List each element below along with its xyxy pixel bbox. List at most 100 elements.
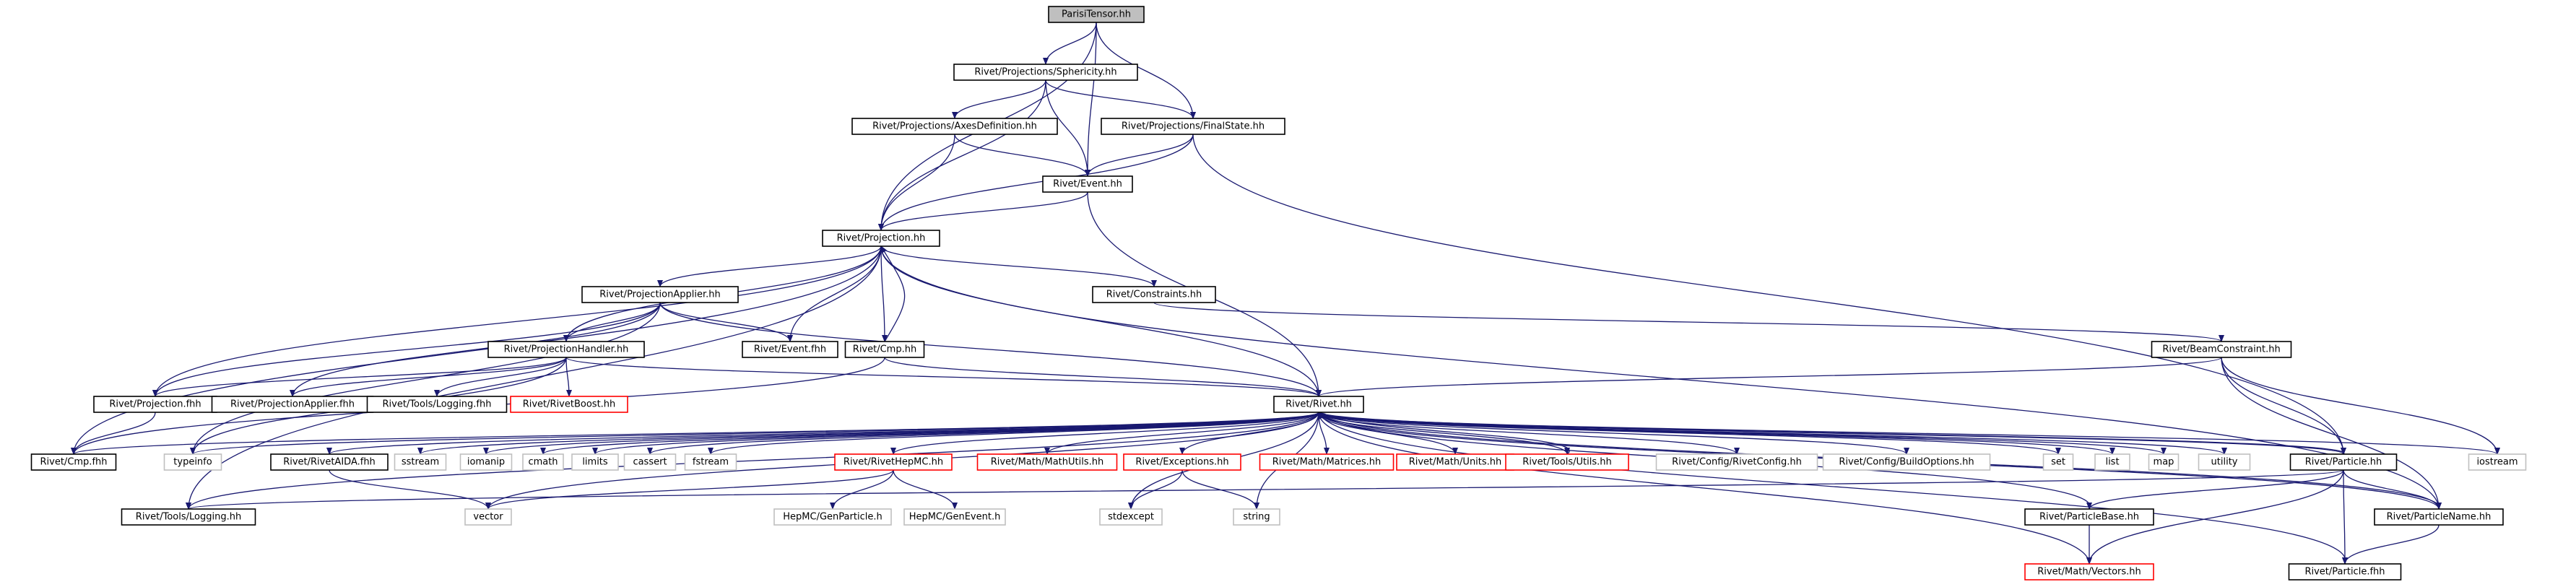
edge-rivethepmc-to-genevent [893, 469, 958, 510]
edge-rivet-to-rivetaida [326, 412, 1319, 455]
node-projection[interactable]: Rivet/Projection.hh [822, 230, 940, 247]
node-box-genevent [903, 508, 1006, 526]
node-particlename[interactable]: Rivet/ParticleName.hh [2374, 508, 2504, 526]
node-finalstate[interactable]: Rivet/Projections/FinalState.hh [1101, 118, 1285, 135]
node-projapplierfhh[interactable]: Rivet/ProjectionApplier.fhh [211, 396, 374, 413]
node-axesdef[interactable]: Rivet/Projections/AxesDefinition.hh [851, 118, 1058, 135]
node-label-cmp: Rivet/Cmp.hh [853, 344, 916, 355]
edge-projhandler-to-toolslogfhh [434, 357, 567, 397]
node-limits: limits [571, 453, 619, 471]
node-label-set: set [2051, 457, 2065, 468]
edge-beamconstraint-to-particlename [2221, 357, 2442, 510]
node-label-beamconstraint: Rivet/BeamConstraint.hh [2162, 344, 2280, 355]
node-list: list [2094, 453, 2130, 471]
node-box-iomanip [459, 453, 513, 471]
node-label-buildoptions: Rivet/Config/BuildOptions.hh [1839, 457, 1974, 468]
node-beamconstraint[interactable]: Rivet/BeamConstraint.hh [2151, 341, 2292, 358]
edge-axesdef-to-event [954, 134, 1090, 177]
node-label-toolslogfhh: Rivet/Tools/Logging.fhh [383, 399, 492, 410]
edge-projapplier-to-projfhh [152, 302, 661, 397]
edge-rivet-to-toolslogging [186, 412, 1319, 510]
node-label-projapplierfhh: Rivet/ProjectionApplier.fhh [230, 399, 355, 410]
node-projhandler[interactable]: Rivet/ProjectionHandler.hh [487, 341, 645, 358]
node-projapplier[interactable]: Rivet/ProjectionApplier.hh [581, 286, 739, 303]
node-box-rivet [1273, 396, 1364, 413]
node-parisi[interactable]: ParisiTensor.hh [1048, 6, 1145, 23]
node-toolslogfhh[interactable]: Rivet/Tools/Logging.fhh [366, 396, 508, 413]
node-vector: vector [464, 508, 512, 526]
node-box-rivetaida [270, 453, 389, 471]
edge-parisi-to-sphericity [1043, 22, 1097, 65]
node-box-cmath [522, 453, 564, 471]
node-label-particle: Rivet/Particle.hh [2305, 457, 2382, 468]
node-cmath: cmath [522, 453, 564, 471]
node-buildoptions: Rivet/Config/BuildOptions.hh [1822, 453, 1991, 471]
node-genparticle: HepMC/GenParticle.h [773, 508, 892, 526]
edge-rivet-to-vectors [1318, 412, 2092, 565]
node-label-toolslogging: Rivet/Tools/Logging.hh [136, 512, 241, 523]
edge-projapplier-to-rivet [659, 302, 1322, 397]
node-matrices[interactable]: Rivet/Math/Matrices.hh [1259, 453, 1395, 471]
node-sphericity[interactable]: Rivet/Projections/Sphericity.hh [953, 64, 1138, 81]
node-box-genparticle [773, 508, 892, 526]
node-toolslogging[interactable]: Rivet/Tools/Logging.hh [121, 508, 256, 526]
edge-cmp-to-rivet [884, 357, 1322, 397]
node-particle[interactable]: Rivet/Particle.hh [2289, 453, 2398, 471]
node-toolsutils[interactable]: Rivet/Tools/Utils.hh [1505, 453, 1629, 471]
edge-parisi-to-finalstate [1096, 22, 1196, 119]
node-label-eventfhh: Rivet/Event.fhh [754, 344, 826, 355]
node-exceptions[interactable]: Rivet/Exceptions.hh [1123, 453, 1241, 471]
edge-beamconstraint-to-iostream [2221, 357, 2500, 455]
edge-sphericity-to-projection [878, 79, 1046, 231]
edge-rivet-to-set [1318, 412, 2061, 455]
node-label-genevent: HepMC/GenEvent.h [909, 512, 1001, 523]
node-eventfhh[interactable]: Rivet/Event.fhh [742, 341, 838, 358]
node-box-mathutils [976, 453, 1118, 471]
node-rivetboost[interactable]: Rivet/RivetBoost.hh [510, 396, 628, 413]
edge-particle-to-toolslogging [186, 469, 2344, 510]
node-label-string: string [1243, 512, 1270, 523]
edge-rivet-to-fstream [708, 412, 1319, 455]
edge-rivet-to-rivethepmc [890, 412, 1319, 455]
node-particlefhh[interactable]: Rivet/Particle.fhh [2288, 563, 2402, 581]
node-rivet[interactable]: Rivet/Rivet.hh [1273, 396, 1364, 413]
node-label-particlebase: Rivet/ParticleBase.hh [2039, 512, 2139, 523]
node-units[interactable]: Rivet/Math/Units.hh [1396, 453, 1514, 471]
node-mathutils[interactable]: Rivet/Math/MathUtils.hh [976, 453, 1118, 471]
edge-rivet-to-buildoptions [1318, 412, 1909, 455]
node-cassert: cassert [623, 453, 677, 471]
edge-particlename-to-particlefhh [2342, 524, 2440, 565]
node-label-exceptions: Rivet/Exceptions.hh [1135, 457, 1228, 468]
edge-particle-to-particlename [2343, 469, 2442, 510]
node-particlebase[interactable]: Rivet/ParticleBase.hh [2024, 508, 2154, 526]
node-box-vectors [2024, 563, 2154, 581]
node-label-matrices: Rivet/Math/Matrices.hh [1272, 457, 1381, 468]
node-constraints[interactable]: Rivet/Constraints.hh [1092, 286, 1216, 303]
edge-projection-to-cmp [880, 245, 888, 342]
node-box-particle [2289, 453, 2398, 471]
node-cmp[interactable]: Rivet/Cmp.hh [844, 341, 925, 358]
node-label-utility: utility [2211, 457, 2238, 468]
node-projfhh[interactable]: Rivet/Projection.fhh [93, 396, 217, 413]
edge-rivet-to-toolsutils [1318, 412, 1570, 455]
node-label-projhandler: Rivet/ProjectionHandler.hh [504, 344, 629, 355]
node-label-units: Rivet/Math/Units.hh [1409, 457, 1502, 468]
edge-rivet-to-iomanip [483, 412, 1319, 455]
node-box-rivethepmc [834, 453, 953, 471]
node-event[interactable]: Rivet/Event.hh [1042, 175, 1133, 193]
node-box-toolslogfhh [366, 396, 508, 413]
node-vectors[interactable]: Rivet/Math/Vectors.hh [2024, 563, 2154, 581]
node-string: string [1233, 508, 1280, 526]
edge-particle-to-particlefhh [2341, 469, 2348, 565]
node-set: set [2042, 453, 2074, 471]
node-box-sphericity [953, 64, 1138, 81]
edge-sphericity-to-event [1045, 79, 1090, 177]
node-box-particlename [2374, 508, 2504, 526]
node-rivethepmc[interactable]: Rivet/RivetHepMC.hh [834, 453, 953, 471]
edge-axesdef-to-projection [878, 134, 955, 231]
node-label-vectors: Rivet/Math/Vectors.hh [2037, 567, 2141, 578]
node-rivetaida[interactable]: Rivet/RivetAIDA.fhh [270, 453, 389, 471]
edge-rivet-to-cmath [540, 412, 1319, 455]
node-cmpfhh[interactable]: Rivet/Cmp.fhh [30, 453, 117, 471]
edge-projfhh-to-cmpfhh [71, 412, 156, 455]
